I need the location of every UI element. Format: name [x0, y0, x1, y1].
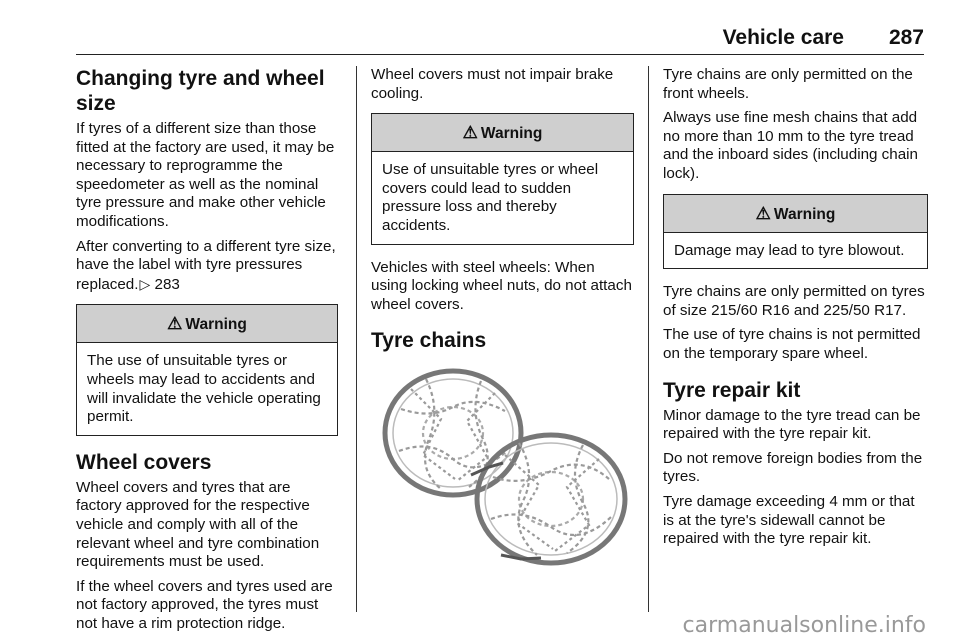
warning-title: Warning — [185, 316, 247, 334]
heading-tyre-chains: Tyre chains — [371, 329, 487, 353]
warning-title: Warning — [773, 205, 836, 223]
warning-header: ⚠Warning — [77, 305, 337, 344]
warning-body: Use of unsuitable tyres or wheel covers … — [382, 161, 599, 234]
page-header: Vehicle care 287 — [76, 26, 924, 55]
warning-header: ⚠Warning — [372, 114, 633, 153]
warning-header: ⚠Warning — [664, 194, 927, 233]
warning-triangle-icon: ⚠ — [167, 314, 183, 334]
paragraph: If the wheel covers and tyres used are n… — [76, 577, 333, 632]
warning-body: The use of unsuitable tyres or wheels ma… — [87, 352, 321, 426]
paragraph: Tyre chains are only permitted on the fr… — [663, 66, 913, 102]
paragraph-text: After converting to a different tyre siz… — [76, 237, 336, 293]
paragraph: The use of tyre chains is not permitted … — [663, 326, 921, 362]
arrow-right-icon: ▷ — [139, 275, 151, 292]
section-title: Vehicle care — [722, 26, 844, 49]
paragraph: Minor damage to the tyre tread can be re… — [663, 406, 921, 443]
paragraph: Tyre damage exceeding 4 mm or that is at… — [663, 492, 915, 548]
warning-box: ⚠Warning Use of unsuitable tyres or whee… — [371, 113, 634, 245]
heading-tyre-repair-kit: Tyre repair kit — [663, 378, 801, 402]
page-number: 287 — [888, 26, 924, 49]
warning-title: Warning — [480, 125, 543, 143]
paragraph: Tyre chains are only permitted on tyres … — [663, 283, 925, 319]
paragraph: Always use fine mesh chains that add no … — [663, 109, 918, 182]
column-left: Changing tyre and wheel size If tyres of… — [76, 66, 338, 632]
column-middle: Wheel covers must not impair brake cooli… — [356, 66, 634, 612]
watermark: carmanualsonline.info — [682, 613, 926, 638]
paragraph: Wheel covers and tyres that are factory … — [76, 478, 320, 571]
column-right: Tyre chains are only permitted on the fr… — [648, 66, 928, 612]
warning-body: Damage may lead to tyre blowout. — [674, 241, 905, 259]
xref-link[interactable]: 283 — [154, 275, 180, 293]
warning-triangle-icon: ⚠ — [462, 123, 478, 143]
paragraph-with-xref: After converting to a different tyre siz… — [76, 238, 338, 295]
heading-wheel-covers: Wheel covers — [76, 450, 212, 474]
warning-triangle-icon: ⚠ — [755, 203, 771, 223]
warning-box: ⚠Warning Damage may lead to tyre blowout… — [663, 193, 928, 270]
paragraph: Wheel covers must not impair brake cooli… — [371, 66, 614, 102]
warning-box: ⚠Warning The use of unsuitable tyres or … — [76, 304, 338, 436]
tyre-chains-illustration — [371, 359, 633, 578]
paragraph: Do not remove foreign bodies from the ty… — [663, 449, 923, 486]
paragraph: If tyres of a different size than those … — [76, 120, 335, 230]
heading-changing-tyre: Changing tyre and wheel size — [76, 67, 325, 115]
paragraph: Vehicles with steel wheels: When using l… — [371, 258, 632, 313]
